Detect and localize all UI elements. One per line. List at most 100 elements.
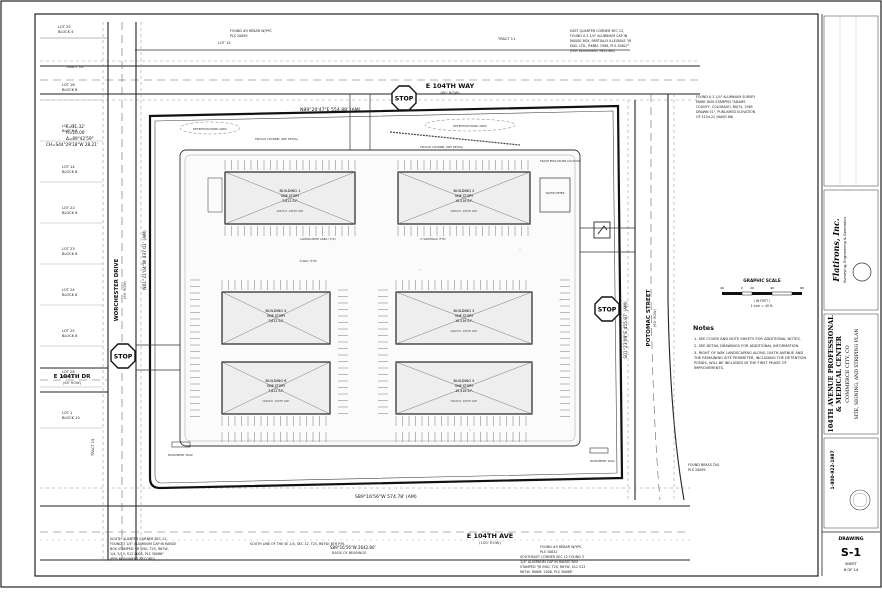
scale-tick-5: 80 [800, 286, 804, 290]
north-found-2: PLS 20099 [230, 34, 247, 38]
sheet-title: SITE, SIGNING, AND STRIPING PLAN [854, 329, 860, 420]
building-1-floors: ONE STORY [281, 194, 299, 198]
southeast-3: SOUTHEAST CORNER SEC 12 FOUND 3 [520, 555, 584, 559]
survey-mark-3: COUNTY, COLORADO, B0J74, 1985 [696, 105, 753, 109]
note-2: 2. SEE DETAIL DRAWINGS FOR ADDITIONAL IN… [694, 344, 799, 348]
building-3-name: BUILDING 3 [454, 309, 475, 313]
drawing-label: DRAWING [838, 536, 863, 542]
building-2-name: BUILDING 2 [454, 189, 475, 193]
curve-line-4: CH=S44°29'18"W 28.21' [46, 142, 98, 147]
building-6: BUILDING 6 ONE STORY 7,812 S.F. 10440 E.… [221, 361, 331, 415]
curve-line-1: L=31.32' [66, 124, 85, 129]
lot-name: LOT 24 [62, 288, 75, 292]
east-quarter-2: FOUND A 3 1/4" ALUMINUM CAP IN [570, 34, 628, 38]
south-line-note: SOUTH LINE OF THE SE 1/4, SEC 12, T2S, R… [250, 542, 345, 546]
lot-name: LOT 26 [62, 370, 75, 374]
survey-mark-2: MARK DISK STAMPED "ADAMS [696, 100, 745, 104]
parking-stalls [190, 160, 570, 442]
call-before-dig: 1-800-922-1987 [830, 450, 836, 489]
survey-mark-1: FOUND A 3 1/4" ALUMINUM SURVEY [696, 95, 756, 99]
stop-sign-west: STOP [110, 343, 136, 369]
south-quarter-1: SOUTH QUARTER CORNER SEC 12, [110, 537, 167, 541]
lot-block: BLOCK 8 [62, 293, 78, 297]
street-sub-west: (60' ROW) [123, 280, 127, 299]
drawing-frame [34, 13, 819, 577]
bearing-west: N01°21'04"W 437.01' (AM) [142, 230, 148, 290]
trash-label: TRASH ENCLOSURE LOCATION [539, 159, 581, 163]
east-quarter-1: EAST QUARTER CORNER SEC 12, [570, 29, 624, 33]
lot-block: BLOCK 8 [62, 88, 78, 92]
tract-15: TRACT 15 [91, 439, 95, 457]
project-line-2: & MEDICAL CENTER [835, 335, 843, 412]
building-4-name: BUILDING 4 [266, 309, 288, 313]
sheet-number: 6 OF 14 [844, 568, 859, 572]
bearing-south: S89°16'56"W 574.78' (AM) [355, 494, 417, 500]
lot-block: BLOCK 8 [62, 129, 78, 133]
building-3-floors: ONE STORY [455, 314, 473, 318]
lot-name: LOT 1 [62, 411, 72, 415]
south-quarter-4: 1/4, 5/13, S12 2008, PLS 30086" [110, 552, 164, 556]
building-2-addr: 10455 E. 104TH AVE. [450, 209, 478, 213]
brass-tag-2: PLS 20099 [688, 468, 705, 472]
property-boundary [148, 104, 624, 490]
stop-sign-north-text: STOP [395, 96, 414, 103]
east-quarter-3: RANGE BOX, PARTIALLY ILLEGIBLE "JR [570, 39, 632, 43]
southeast-4: 1/4" ALUMINUM CAP IN RANGE BOX [520, 560, 579, 564]
building-2-floors: ONE STORY [455, 194, 473, 198]
building-6-name: BUILDING 6 [266, 379, 288, 383]
graphic-scale-title: GRAPHIC SCALE [743, 278, 781, 283]
basis-bearing-sub: BASIS OF BEARINGS [332, 551, 366, 555]
lot-block: BLOCK 8 [62, 334, 78, 338]
building-1-area: 7,812 S.F. [282, 199, 298, 203]
building-4-floors: ONE STORY [267, 314, 285, 318]
detention-label-east: DETENTION POND AREA [453, 124, 487, 128]
building-3-addr: 10425 E. 104TH AVE. [450, 329, 478, 333]
south-quarter-3: BOX STAMPED "JR ENG, T2S, R67W, [110, 547, 169, 551]
building-5-area: 10,416 S.F. [455, 389, 473, 393]
sidewalk-label: 4' SIDEWALK (TYP) [420, 237, 446, 241]
scale-tick-1: 40 [720, 286, 724, 290]
building-4: BUILDING 4 ONE STORY 7,812 S.F. [221, 291, 331, 345]
title-block: Flatirons, Inc. Surveying, Engineering &… [821, 14, 880, 576]
scale-tick-2: 0 [741, 286, 743, 290]
street-sub-south: (100' ROW) [479, 540, 501, 545]
lot-block: BLOCK 8 [62, 170, 78, 174]
building-5-addr: 10444 E. 104TH AVE. [450, 399, 478, 403]
lot-name: LOT 25 [62, 329, 75, 333]
buildings-group: BUILDING 1 ONE STORY 7,812 S.F. 10435 E.… [221, 171, 533, 415]
trickle-label-west: TRICKLE CHANNEL (SEE DETAIL) [254, 137, 298, 141]
note-3b: THE REMAINING SITE PERIMETER, INCLUDING … [693, 356, 806, 360]
lot-name: LOT 22 [62, 206, 75, 210]
street-sub-east: (60' ROW) [653, 308, 657, 327]
stop-sign-west-text: STOP [114, 354, 133, 361]
lot-name: LOT 16 [62, 83, 75, 87]
project-line-1: 104TH AVENUE PROFESSIONAL [827, 315, 835, 433]
east-quarter-5: (PER MONUMENT RECORD) [570, 49, 615, 53]
brass-tag-1: FOUND BRASS TAG [688, 463, 720, 467]
southeast-5: STAMPED "JR ENG, T2S, R67W, S12 S13 [520, 565, 585, 569]
street-sub-north: (60' ROW) [440, 90, 460, 95]
project-line-3: COMMERCE CITY, CO [845, 345, 851, 403]
lot-name: LOT 15 [62, 124, 75, 128]
scale-tick-3: 20 [750, 286, 754, 290]
stop-sign-east-text: STOP [598, 307, 617, 314]
lot-block: BLOCK 8 [62, 211, 78, 215]
trickle-label-east: TRICKLE CHANNEL (SEE DETAIL) [419, 145, 463, 149]
note-1: 1. SEE COVER AND NOTE SHEETS FOR ADDITIO… [694, 337, 801, 341]
south-quarter-2: FOUND 3 1/4" ALUMINUM CAP IN RANGE [110, 542, 177, 546]
monument-label-east: MONUMENT SIGN [590, 459, 614, 463]
east-quarter-4: ENG. LTD., RKBM. 1998, PLS 30827" [570, 44, 630, 48]
stop-sign-east: STOP [594, 296, 620, 322]
basis-bearing: S89°16'56"W 2642.80' [330, 545, 376, 550]
drawing-number: S-1 [841, 546, 861, 559]
street-label-east: POTOMAC STREET [646, 289, 652, 346]
company-name: Flatirons, Inc. [831, 218, 841, 283]
graphic-scale-bar [722, 291, 802, 296]
stop-sign-north: STOP [391, 85, 417, 111]
company-sub: Surveying, Engineering & Geomatics [843, 217, 847, 283]
building-5-floors: ONE STORY [455, 384, 473, 388]
building-3: BUILDING 3 ONE STORY 10,416 S.F. 10425 E… [395, 291, 533, 345]
southeast-6: R67W, RKBM. 2008, PLS 30086" [520, 570, 573, 574]
